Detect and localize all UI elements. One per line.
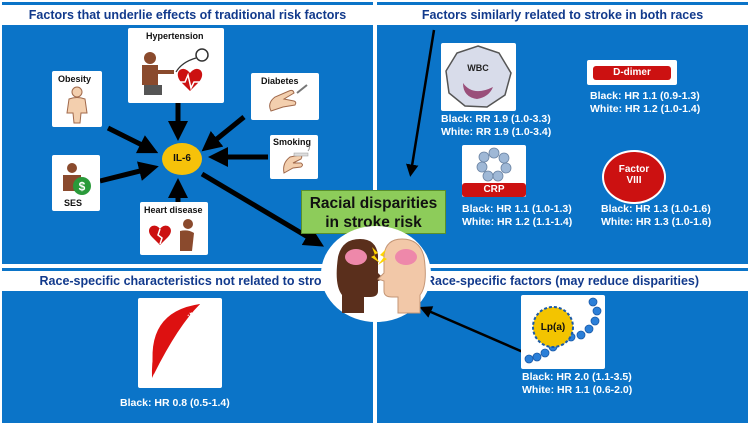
crp-card: CRP (462, 145, 526, 197)
arrow-diabetes (201, 115, 246, 152)
sickle-cell-icon: Sickle cell trait (151, 304, 200, 378)
crp-black: Black: HR 1.1 (1.0-1.3) (462, 203, 572, 215)
lpa-black: Black: HR 2.0 (1.1-3.5) (522, 371, 632, 383)
ddimer-white: White: HR 1.2 (1.0-1.4) (590, 103, 701, 115)
heart-disease-label: Heart disease (144, 205, 203, 215)
factor8-label-2: VIII (626, 175, 642, 186)
factor8-white: White: HR 1.3 (1.0-1.6) (601, 216, 712, 228)
obesity-card: Obesity (52, 71, 102, 127)
wbc-label: WBC (467, 63, 489, 73)
wbc-card: WBC (441, 43, 516, 111)
lpa-stats: Black: HR 2.0 (1.1-3.5) White: HR 1.1 (0… (522, 371, 632, 397)
ddimer-label: D-dimer (593, 66, 671, 80)
wbc-black: Black: RR 1.9 (1.0-3.3) (441, 113, 551, 125)
lipoprotein-icon: Lp(a) (524, 297, 602, 364)
wbc-white: White: RR 1.9 (1.0-3.4) (441, 126, 552, 138)
factor8-black: Black: HR 1.3 (1.0-1.6) (601, 203, 711, 215)
arrow-il6-to-center (200, 171, 325, 247)
panel-title: Race-specific factors (may reduce dispar… (377, 271, 748, 291)
center-line-1: Racial disparities (309, 195, 438, 212)
ddimer-black: Black: HR 1.1 (0.9-1.3) (590, 90, 700, 102)
factor8-label-1: Factor (618, 164, 650, 175)
heart-disease-card: Heart disease (140, 202, 208, 255)
panel-title: Factors similarly related to stroke in b… (377, 5, 748, 25)
person-icon (66, 86, 88, 124)
crp-molecule-icon (476, 147, 512, 182)
diabetes-label: Diabetes (261, 76, 299, 86)
ddimer-stats: Black: HR 1.1 (0.9-1.3) White: HR 1.2 (1… (590, 90, 700, 116)
white-blood-cell-icon: WBC (445, 45, 512, 108)
panel-title: Factors that underlie effects of traditi… (2, 5, 373, 25)
smoking-label: Smoking (273, 137, 312, 147)
arrow-ses (99, 161, 159, 184)
wbc-stats: Black: RR 1.9 (1.0-3.3) White: RR 1.9 (1… (441, 113, 551, 139)
panel-shared-factors: Factors similarly related to stroke in b… (377, 2, 748, 264)
factor8-stats: Black: HR 1.3 (1.0-1.6) White: HR 1.3 (1… (601, 203, 711, 229)
crp-white: White: HR 1.2 (1.1-1.4) (462, 216, 573, 228)
crp-stats: Black: HR 1.1 (1.0-1.3) White: HR 1.2 (1… (462, 203, 572, 229)
arrow-lpa-to-center (419, 306, 524, 354)
crp-label: CRP (462, 183, 526, 197)
two-heads-icon (321, 226, 431, 322)
ses-card: $ SES (52, 155, 100, 211)
hypertension-card: Hypertension (128, 28, 224, 103)
money-icon: $ (63, 163, 91, 195)
ses-label: SES (64, 198, 83, 208)
factor8-badge: Factor VIII (602, 150, 666, 204)
lpa-card: Lp(a) (521, 295, 605, 369)
blood-pressure-icon (142, 48, 209, 95)
svg-text:$: $ (79, 180, 86, 194)
ddimer-card: D-dimer (587, 60, 677, 85)
sickle-stats: Black: HR 0.8 (0.5-1.4) (120, 397, 230, 410)
lpa-label: Lp(a) (541, 322, 565, 333)
sickle-black: Black: HR 0.8 (0.5-1.4) (120, 397, 230, 409)
arrow-shared-to-center (406, 29, 436, 177)
lpa-white: White: HR 1.1 (0.6-2.0) (522, 384, 633, 396)
sickle-card: Sickle cell trait (138, 298, 222, 388)
obesity-label: Obesity (58, 74, 92, 84)
center-line-2: in stroke risk (325, 214, 422, 231)
finger-prick-icon (269, 84, 308, 112)
broken-heart-icon (149, 219, 194, 251)
cigarette-icon (283, 144, 310, 174)
il6-hub: IL-6 (162, 143, 202, 175)
arrow-obesity (106, 125, 159, 154)
panel-title: Race-specific characteristics not relate… (2, 271, 373, 291)
panel-unrelated-characteristics: Race-specific characteristics not relate… (2, 268, 373, 423)
smoking-card: Smoking (270, 135, 318, 179)
hypertension-label: Hypertension (146, 31, 204, 41)
diabetes-card: Diabetes (251, 73, 319, 120)
